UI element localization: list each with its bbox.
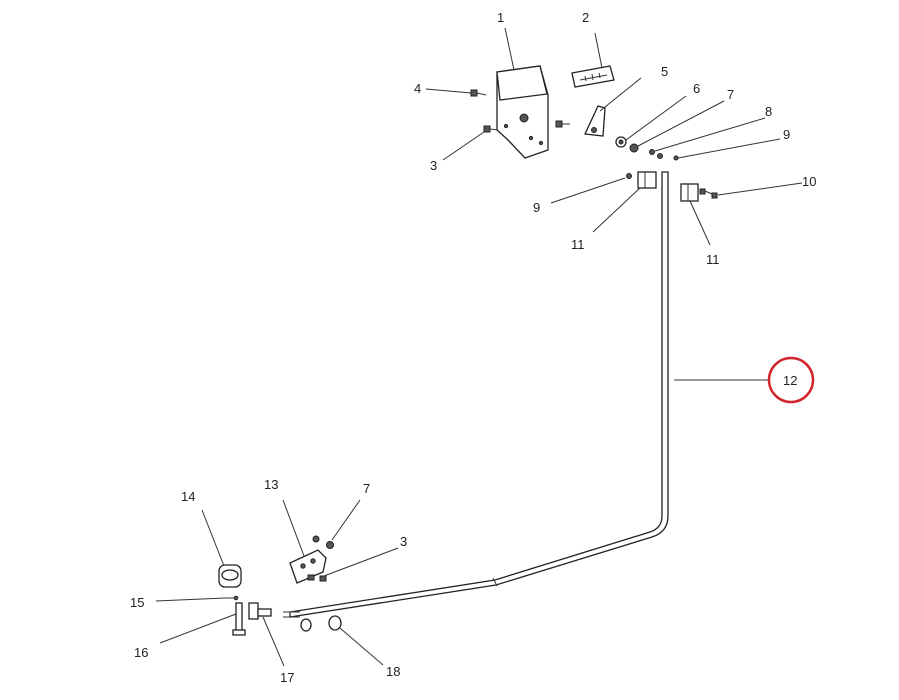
screws-part-3-bottom [307, 574, 327, 582]
callout-11: 11 [706, 252, 720, 267]
callout-11: 11 [571, 237, 585, 252]
callout-2: 2 [582, 10, 589, 25]
callout-6: 6 [693, 81, 700, 96]
callout-13: 13 [264, 477, 278, 492]
nut-part-7-top [629, 143, 639, 153]
callout-5: 5 [661, 64, 668, 79]
screw-part-3-top [483, 120, 570, 133]
elbow-part-17 [248, 602, 272, 620]
callout-7: 7 [727, 87, 734, 102]
washer-part-6 [615, 136, 627, 148]
callout-12: 12 [783, 373, 797, 388]
callout-1: 1 [497, 10, 504, 25]
callout-4: 4 [414, 81, 421, 96]
bracket-part-11-right [680, 183, 699, 202]
bolt-part-16 [232, 602, 246, 636]
leader-lines [155, 27, 803, 667]
mounting-plate-part-1 [496, 65, 549, 159]
callout-14: 14 [181, 489, 195, 504]
callout-10: 10 [802, 174, 816, 189]
highlight-circle [767, 356, 815, 404]
callout-9: 9 [783, 127, 790, 142]
callout-3: 3 [400, 534, 407, 549]
nuts-part-18 [300, 615, 342, 632]
callout-17: 17 [280, 670, 294, 685]
callout-labels: 1 2 4 5 6 7 8 3 9 9 10 11 11 12 14 13 7 … [130, 10, 816, 685]
callout-7: 7 [363, 481, 370, 496]
callout-15: 15 [130, 595, 144, 610]
callout-18: 18 [386, 664, 400, 679]
callout-16: 16 [134, 645, 148, 660]
bracket-part-11-left [626, 171, 657, 189]
small-hardware-part-8-9 [649, 149, 679, 161]
gauge-part-2 [571, 65, 615, 88]
callout-9: 9 [533, 200, 540, 215]
rod-part-12 [283, 171, 669, 618]
callout-3: 3 [430, 158, 437, 173]
nuts-part-7-bottom [312, 535, 334, 549]
clamp-part-14 [218, 564, 242, 588]
pin-part-15 [225, 595, 239, 601]
callout-8: 8 [765, 104, 772, 119]
screw-part-4 [470, 89, 487, 97]
bracket-part-13 [289, 549, 327, 584]
screws-part-10 [699, 188, 718, 199]
pointer-bracket-part-5 [584, 105, 606, 137]
